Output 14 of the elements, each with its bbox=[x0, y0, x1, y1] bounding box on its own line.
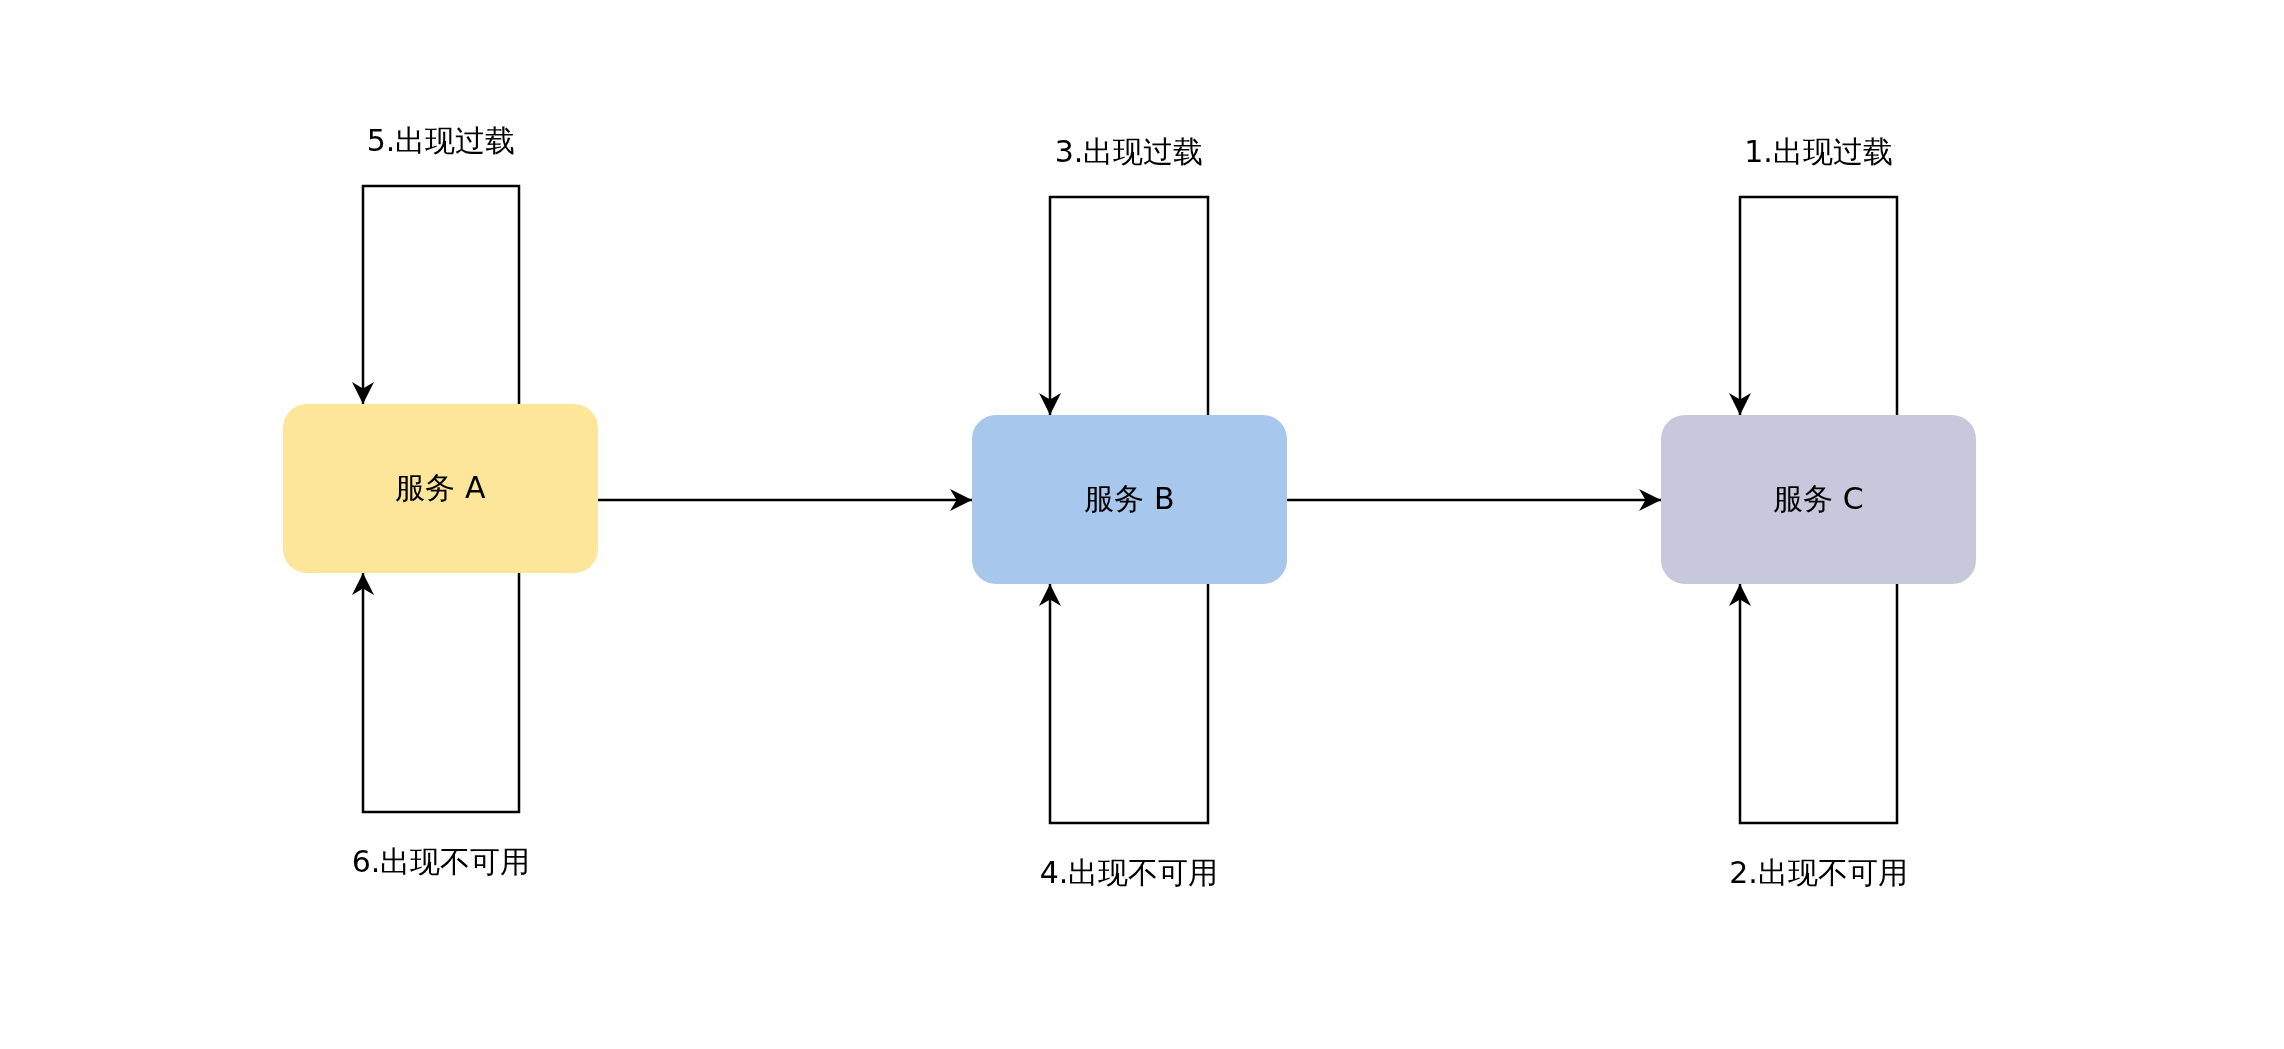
node-label: 服务 B bbox=[1084, 480, 1175, 518]
node-label: 服务 C bbox=[1773, 480, 1864, 518]
arrow bbox=[1039, 195, 1210, 415]
arrow bbox=[1729, 195, 1899, 415]
arrow bbox=[1287, 489, 1661, 511]
service-box bbox=[972, 415, 1287, 584]
arrow bbox=[352, 184, 521, 404]
node-label: 服务 A bbox=[395, 469, 486, 507]
arrow bbox=[1729, 584, 1899, 825]
arrow bbox=[352, 573, 521, 814]
arrow bbox=[1039, 584, 1210, 825]
service-box bbox=[283, 404, 598, 573]
arrow bbox=[598, 489, 972, 511]
service-box bbox=[1661, 415, 1976, 584]
